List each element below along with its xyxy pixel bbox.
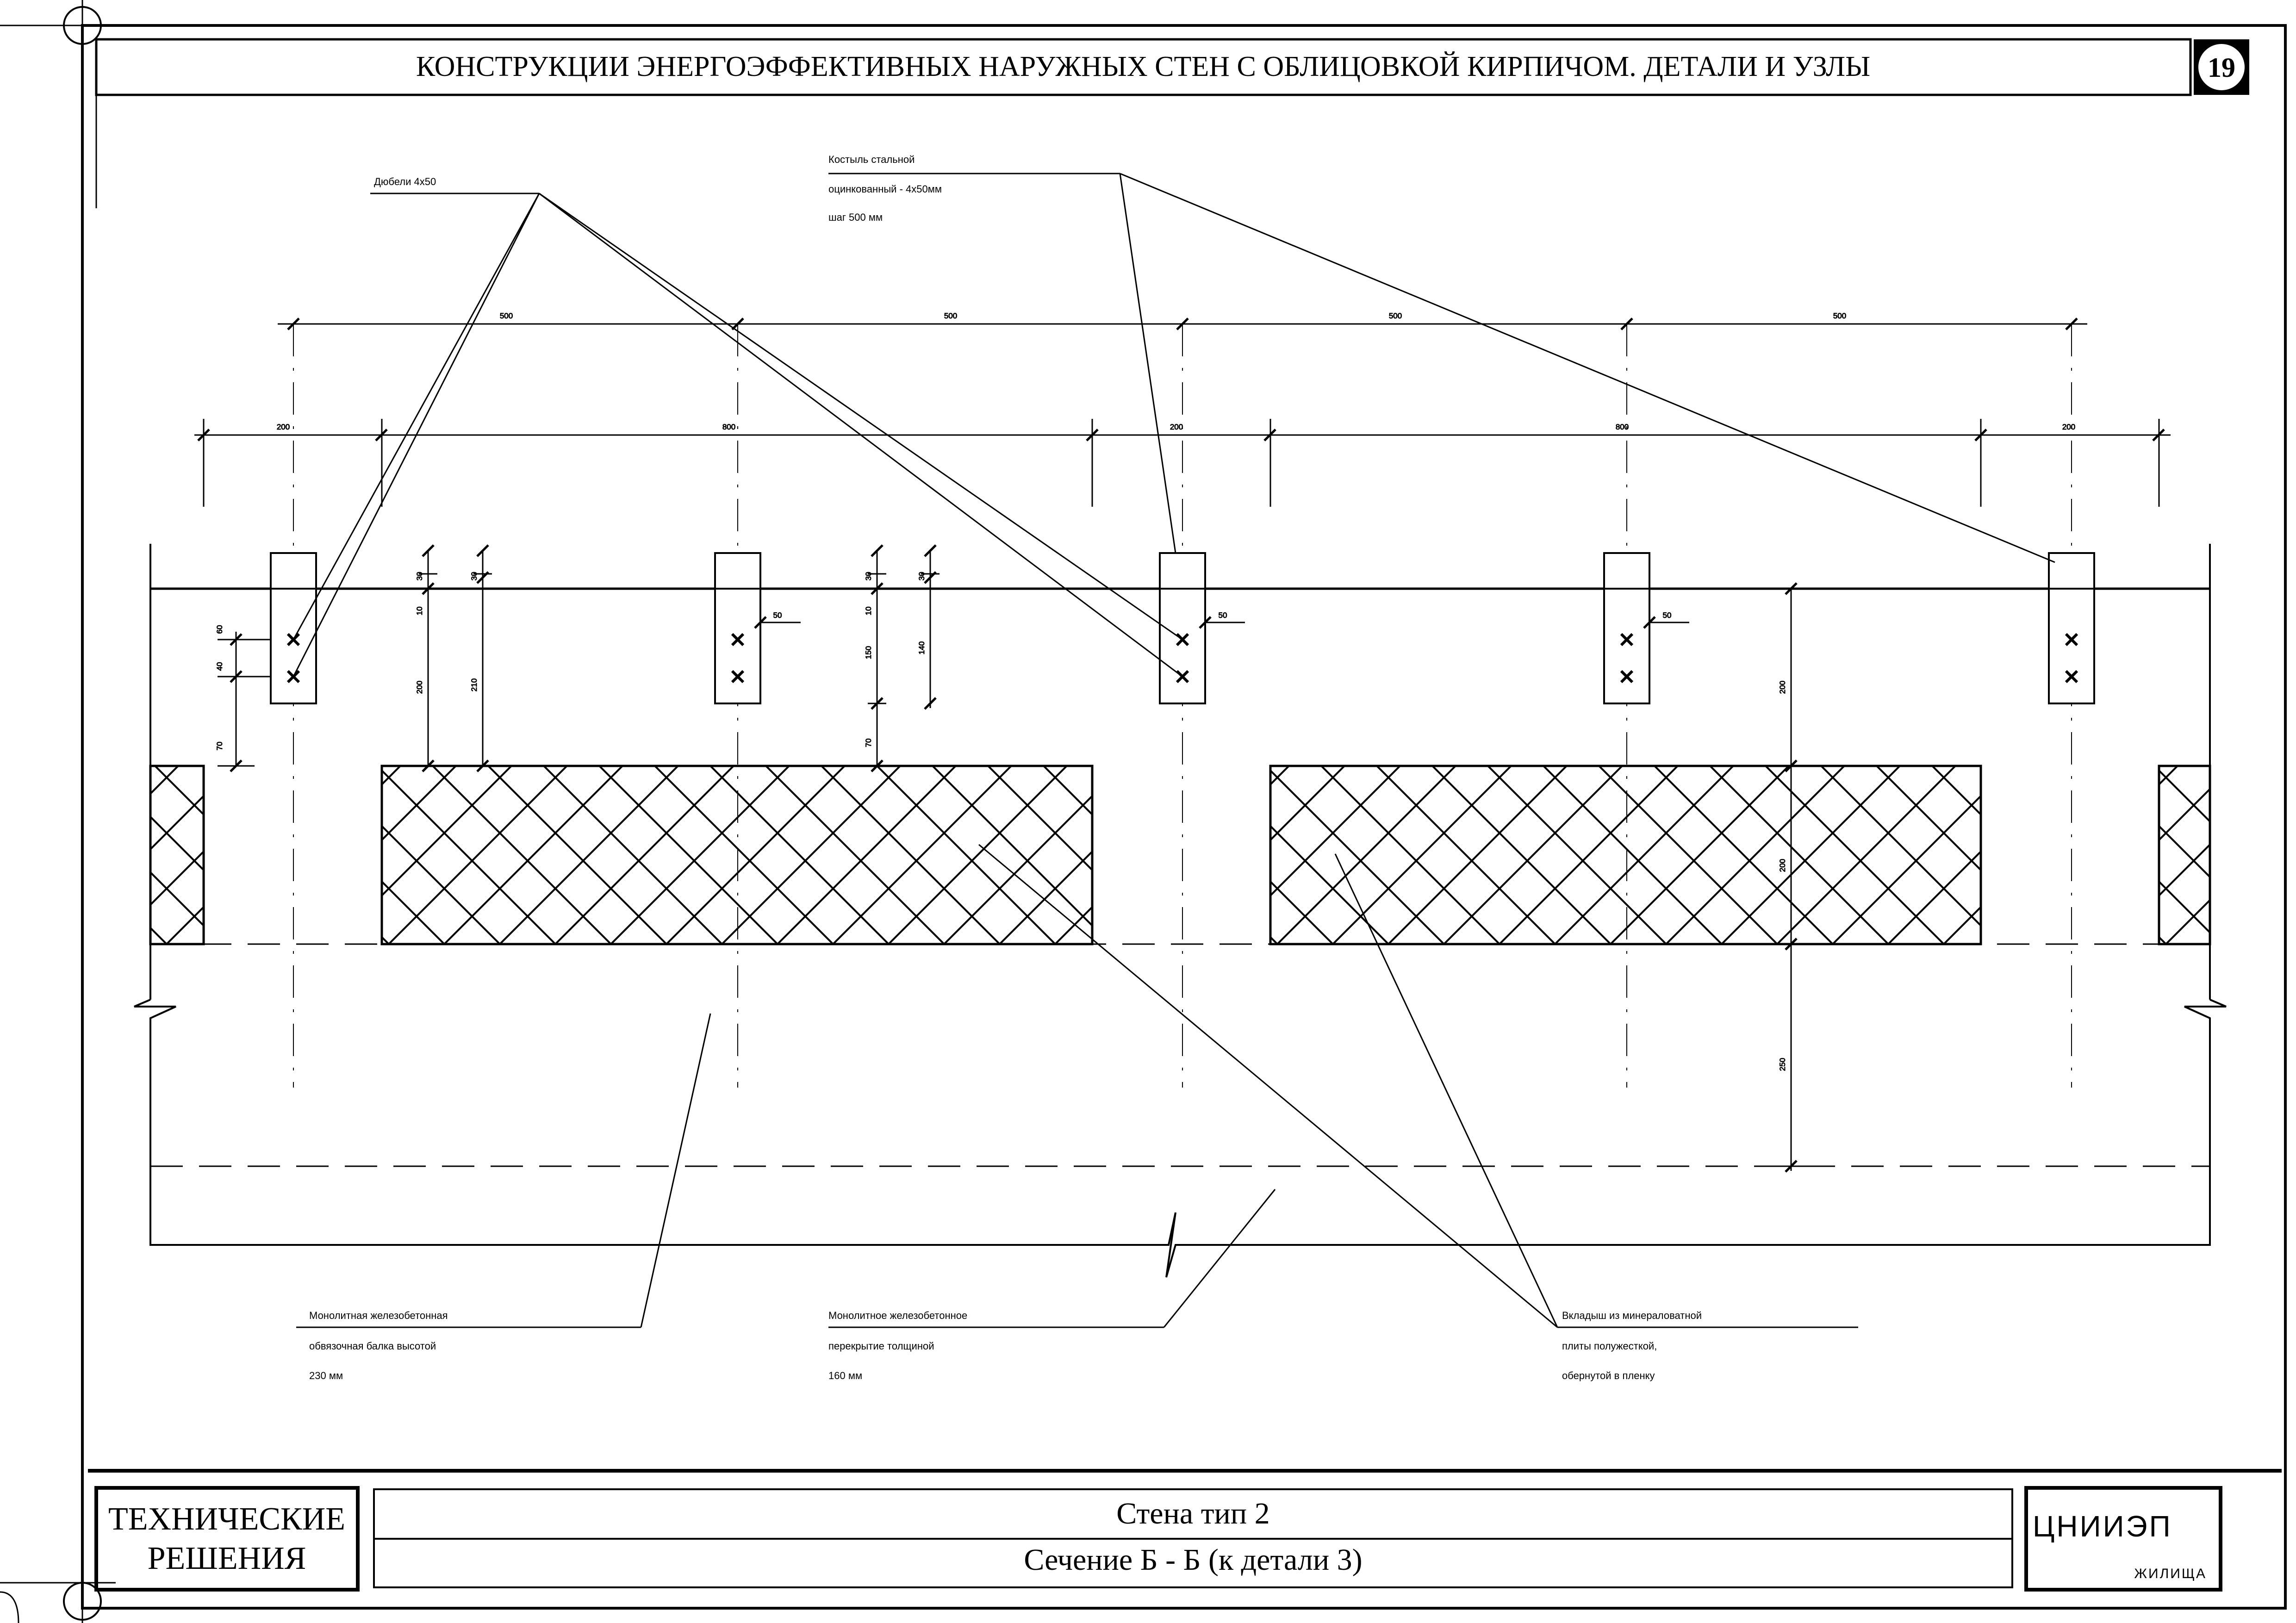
svg-text:30: 30 [415,572,424,581]
svg-text:50: 50 [1663,611,1672,620]
svg-text:210: 210 [470,678,479,691]
note-crutch-3: шаг 500 мм [828,211,883,223]
dimension-labels: 500 500 500 500 200 800 200 800 200 60 4… [215,311,2076,1071]
svg-text:70: 70 [864,739,873,747]
note-insert-3: обернутой в пленку [1562,1370,1655,1381]
crutch-5 [2048,552,2095,704]
svg-text:140: 140 [917,641,926,654]
leader-lines [292,173,2055,1328]
svg-text:10: 10 [415,607,424,616]
note-dowels: Дюбели 4x50 [374,176,436,187]
crutch-3 [1159,552,1206,704]
title-block-left-line2: РЕШЕНИЯ [148,1541,306,1576]
svg-text:30: 30 [864,572,873,581]
svg-text:200: 200 [1778,681,1787,694]
svg-text:30: 30 [917,572,926,581]
callout-notes: Дюбели 4x50 Костыль стальной оцинкованны… [309,154,1702,1381]
note-beam-2: обвязочная балка высотой [309,1340,436,1352]
title-block: ТЕХНИЧЕСКИЕ РЕШЕНИЯ Стена тип 2 Сечение … [88,1469,2282,1592]
note-slab-3: 160 мм [828,1370,862,1381]
svg-text:500: 500 [1833,311,1846,320]
dimension-lines [194,317,2171,1173]
steel-crutches [270,552,2095,704]
svg-text:60: 60 [215,625,224,634]
note-slab-2: перекрытие толщиной [828,1340,934,1352]
header: КОНСТРУКЦИИ ЭНЕРГОЭФФЕКТИВНЫХ НАРУЖНЫХ С… [95,38,2249,208]
svg-text:40: 40 [215,662,224,671]
svg-text:50: 50 [773,611,782,620]
insert-2 [1269,765,1982,945]
svg-text:200: 200 [1778,859,1787,872]
note-crutch-2: оцинкованный - 4x50мм [828,183,942,195]
svg-text:200: 200 [2062,423,2075,431]
svg-text:800: 800 [722,423,735,431]
svg-text:200: 200 [1170,423,1183,431]
svg-text:10: 10 [864,607,873,616]
note-insert-1: Вкладыш из минераловатной [1562,1310,1702,1321]
svg-text:200: 200 [415,681,424,694]
note-insert-2: плиты полужесткой, [1562,1340,1657,1352]
svg-text:500: 500 [500,311,513,320]
page-title: КОНСТРУКЦИИ ЭНЕРГОЭФФЕКТИВНЫХ НАРУЖНЫХ С… [416,51,1870,82]
svg-text:70: 70 [215,742,224,751]
crutch-2 [714,552,761,704]
crutch-1 [270,552,317,704]
svg-text:30: 30 [470,572,479,581]
note-beam-3: 230 мм [309,1370,343,1381]
axis-lines [293,324,2072,1088]
drawing-subtitle: Сечение Б - Б (к детали 3) [1024,1543,1362,1577]
drawing-name: Стена тип 2 [1116,1497,1269,1530]
svg-text:250: 250 [1778,1058,1787,1071]
organization-logo: ЦНИИЭП [2033,1510,2172,1543]
note-crutch-1: Костыль стальной [828,154,915,165]
section-drawing: 500 500 500 500 200 800 200 800 200 60 4… [134,173,2227,1328]
title-block-left-line1: ТЕХНИЧЕСКИЕ [108,1501,345,1537]
crutch-4 [1603,552,1650,704]
note-beam-1: Монолитная железобетонная [309,1310,448,1321]
svg-text:500: 500 [1389,311,1402,320]
svg-text:50: 50 [1219,611,1227,620]
mineral-wool-inserts [149,765,2211,945]
insert-right-partial [2158,765,2211,945]
svg-text:800: 800 [1616,423,1629,431]
svg-text:500: 500 [944,311,957,320]
insert-1 [380,765,1094,945]
svg-text:150: 150 [864,646,873,659]
sheet-number: 19 [2208,52,2235,83]
svg-text:200: 200 [277,423,290,431]
insert-left-partial [149,765,205,945]
organization-logo-sub: ЖИЛИЩА [2134,1566,2207,1581]
note-slab-1: Монолитное железобетонное [828,1310,967,1321]
